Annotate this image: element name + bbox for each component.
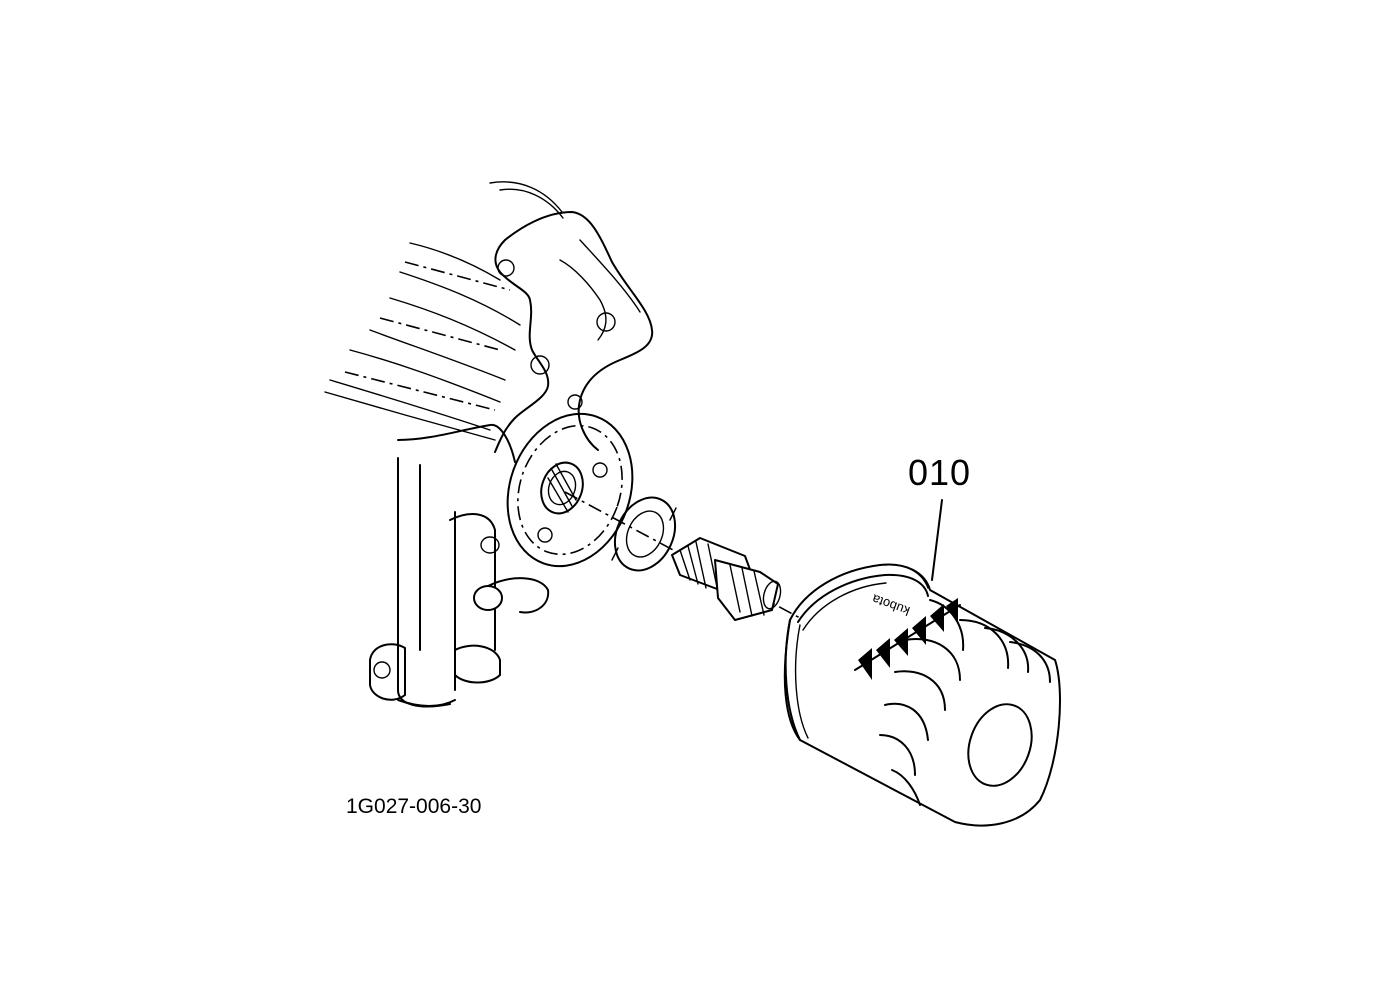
engine-block <box>324 181 654 708</box>
figure-id-label: 1G027-006-30 <box>346 795 482 818</box>
filter-brand-text: kubota <box>869 591 912 619</box>
oil-filter: kubota <box>783 563 1061 827</box>
part-callout-label: 010 <box>908 452 972 493</box>
brand-chevrons <box>854 598 961 680</box>
gasket <box>611 496 677 572</box>
callout-leader-line <box>931 499 943 581</box>
threaded-nipple <box>671 537 782 621</box>
